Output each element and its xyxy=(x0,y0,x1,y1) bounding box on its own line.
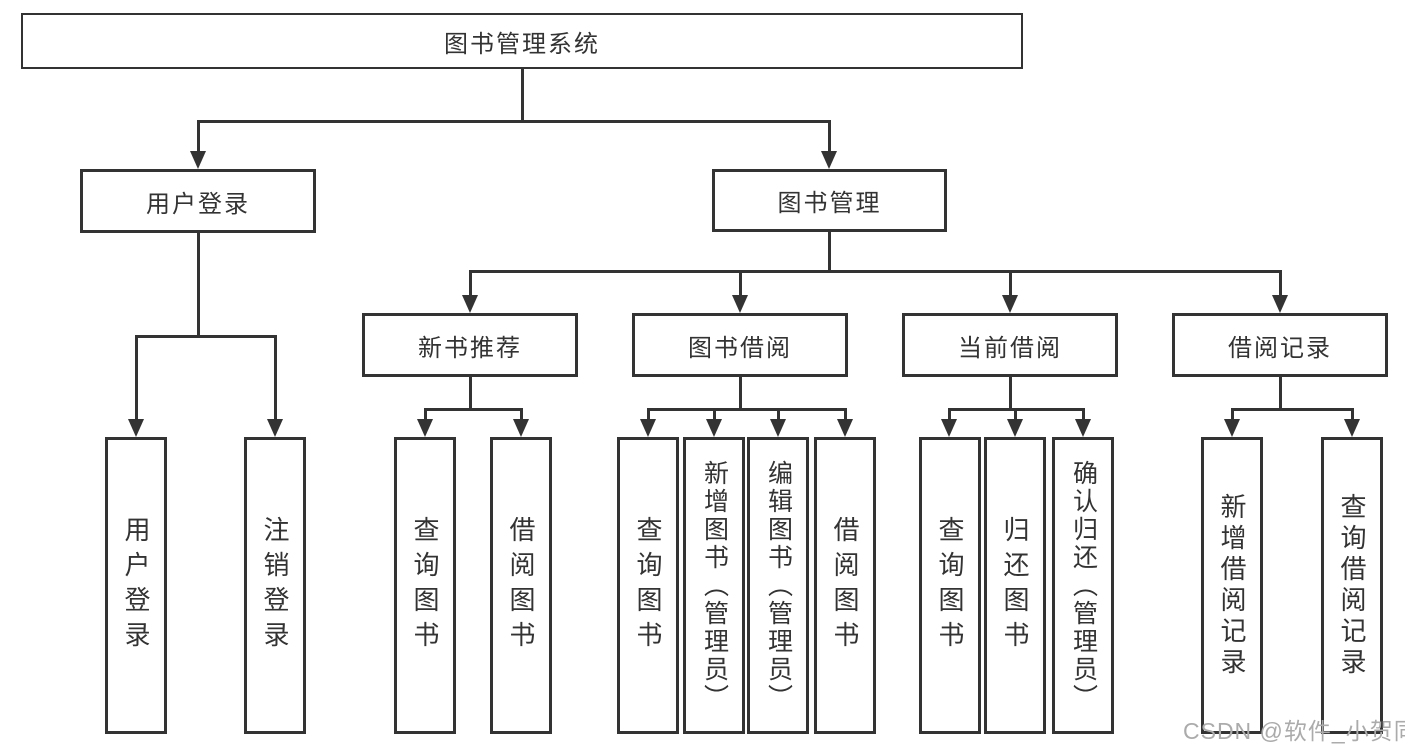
connector-line xyxy=(1230,408,1234,419)
arrow-down-icon xyxy=(1224,419,1240,437)
connector-line xyxy=(468,270,1282,273)
connector-line xyxy=(1008,377,1012,408)
root-label: 图书管理系统 xyxy=(444,30,600,58)
leaf-box-confirm-return-admin: 确认归还（管理员） xyxy=(1052,437,1114,734)
borrowing-records-label: 借阅记录 xyxy=(1228,334,1332,362)
book-management-label: 图书管理 xyxy=(777,190,882,217)
box-borrowing-records: 借阅记录 xyxy=(1172,313,1388,377)
leaf-box-borrow-books-1: 借阅图书 xyxy=(490,437,552,734)
connector-line xyxy=(1278,377,1282,408)
arrow-down-icon xyxy=(190,151,206,169)
leaf-borrow-books-label-1: 借阅图书 xyxy=(506,515,536,656)
arrow-down-icon xyxy=(1007,419,1023,437)
connector-line xyxy=(776,408,780,419)
user-login-label: 用户登录 xyxy=(146,190,250,218)
leaf-edit-books-admin-label: 编辑图书（管理员） xyxy=(764,459,793,712)
connector-line xyxy=(520,69,524,120)
leaf-box-query-borrow-record: 查询借阅记录 xyxy=(1321,437,1383,734)
connector-line xyxy=(196,233,200,335)
connector-line xyxy=(134,335,138,419)
leaf-box-user-login: 用户登录 xyxy=(105,437,167,734)
arrow-down-icon xyxy=(941,419,957,437)
arrow-down-icon xyxy=(128,419,144,437)
leaf-box-query-books-2: 查询图书 xyxy=(617,437,679,734)
leaf-box-return-books: 归还图书 xyxy=(984,437,1046,734)
connector-line xyxy=(423,408,523,411)
connector-line xyxy=(196,120,831,123)
leaf-box-edit-books-admin: 编辑图书（管理员） xyxy=(747,437,809,734)
leaf-logout-label: 注销登录 xyxy=(260,515,290,656)
box-book-borrowing: 图书借阅 xyxy=(632,313,848,377)
leaf-query-books-label-1: 查询图书 xyxy=(410,515,440,656)
leaf-add-borrow-record-label: 新增借阅记录 xyxy=(1217,492,1247,679)
connector-line xyxy=(1008,270,1012,295)
current-borrowing-label: 当前借阅 xyxy=(958,334,1062,362)
connector-line xyxy=(646,408,847,411)
arrow-down-icon xyxy=(1075,419,1091,437)
arrow-down-icon xyxy=(837,419,853,437)
connector-line xyxy=(827,120,831,152)
leaf-return-books-label: 归还图书 xyxy=(1000,515,1030,656)
connector-line xyxy=(519,408,523,419)
connector-line xyxy=(1081,408,1085,419)
arrow-down-icon xyxy=(821,151,837,169)
connector-line xyxy=(646,408,650,419)
connector-line xyxy=(712,408,716,419)
csdn-watermark: CSDN @软件_小贺同学 xyxy=(1183,718,1405,744)
leaf-box-query-books-3: 查询图书 xyxy=(919,437,981,734)
leaf-borrow-books-label-2: 借阅图书 xyxy=(830,515,860,656)
arrow-down-icon xyxy=(513,419,529,437)
connector-line xyxy=(738,377,742,408)
leaf-box-query-books-1: 查询图书 xyxy=(394,437,456,734)
connector-line xyxy=(1278,270,1282,295)
connector-line xyxy=(947,408,951,419)
arrow-down-icon xyxy=(770,419,786,437)
connector-line xyxy=(134,335,277,338)
leaf-box-add-borrow-record: 新增借阅记录 xyxy=(1201,437,1263,734)
book-borrowing-label: 图书借阅 xyxy=(688,334,792,362)
arrow-down-icon xyxy=(417,419,433,437)
box-root-system: 图书管理系统 xyxy=(21,13,1023,69)
arrow-down-icon xyxy=(462,295,478,313)
box-current-borrowing: 当前借阅 xyxy=(902,313,1118,377)
leaf-add-books-admin-label: 新增图书（管理员） xyxy=(700,459,729,712)
arrow-down-icon xyxy=(1002,295,1018,313)
leaf-box-add-books-admin: 新增图书（管理员） xyxy=(683,437,745,734)
arrow-down-icon xyxy=(732,295,748,313)
leaf-box-logout: 注销登录 xyxy=(244,437,306,734)
arrow-down-icon xyxy=(640,419,656,437)
connector-line xyxy=(843,408,847,419)
arrow-down-icon xyxy=(267,419,283,437)
leaf-query-books-label-3: 查询图书 xyxy=(935,515,965,656)
connector-line xyxy=(196,120,200,152)
leaf-query-borrow-record-label: 查询借阅记录 xyxy=(1337,492,1367,679)
connector-line xyxy=(1230,408,1354,411)
leaf-user-login-label: 用户登录 xyxy=(121,515,151,656)
box-user-login: 用户登录 xyxy=(80,169,316,233)
leaf-query-books-label-2: 查询图书 xyxy=(633,515,663,656)
connector-line xyxy=(273,335,277,419)
connector-line xyxy=(468,377,472,408)
box-new-book-recommend: 新书推荐 xyxy=(362,313,578,377)
arrow-down-icon xyxy=(1344,419,1360,437)
leaf-box-borrow-books-2: 借阅图书 xyxy=(814,437,876,734)
connector-line xyxy=(468,270,472,295)
leaf-confirm-return-admin-label: 确认归还（管理员） xyxy=(1069,459,1098,712)
arrow-down-icon xyxy=(1272,295,1288,313)
connector-line xyxy=(827,232,831,270)
arrow-down-icon xyxy=(706,419,722,437)
box-book-management: 图书管理 xyxy=(712,169,947,232)
connector-line xyxy=(1013,408,1017,419)
connector-line xyxy=(423,408,427,419)
new-book-recommend-label: 新书推荐 xyxy=(418,334,522,362)
connector-line xyxy=(738,270,742,295)
connector-line xyxy=(1350,408,1354,419)
